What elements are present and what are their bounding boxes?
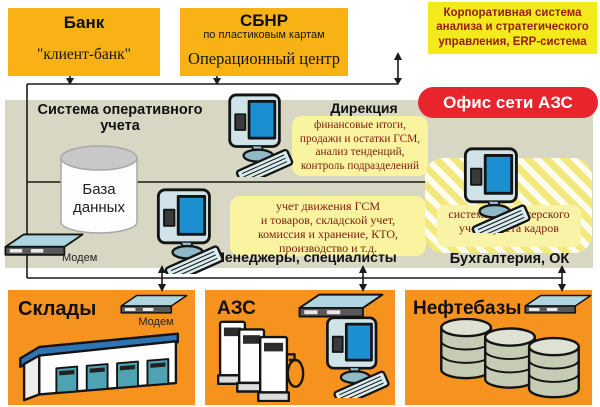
managers-computer-icon: [143, 187, 238, 274]
stations-title: АЗС: [217, 298, 256, 319]
direction-note: финансовые итоги, продажи и остатки ГСМ,…: [292, 116, 428, 176]
bank-box: Банк "клиент-банк": [8, 8, 160, 76]
depots-box: Нефтебазы: [405, 290, 592, 405]
bank-title: Банк: [63, 13, 105, 32]
system-title: Система оперативного учета: [37, 102, 203, 135]
accounting-computer-icon: [450, 146, 545, 233]
office-modem-label: Модем: [62, 252, 98, 264]
office-badge: Офис сети АЗС: [418, 87, 598, 118]
accounting-label: Бухгалтерия, ОК: [449, 251, 570, 267]
bank-subtitle: "клиент-банк": [37, 46, 131, 63]
fuel-pumps-icon: [216, 320, 305, 402]
warehouses-box: Склады Модем: [8, 290, 195, 405]
database-label: База данных: [73, 181, 125, 216]
processing-box: СБНР по пластиковым картам Операционный …: [180, 8, 348, 76]
processing-center-label: Операционный центр: [188, 49, 340, 68]
depots-title: Нефтебазы: [413, 298, 522, 319]
oil-tanks-icon: [440, 318, 580, 399]
managers-label: Менеджеры, специалисты: [213, 249, 397, 265]
processing-title: СБНР: [239, 11, 289, 30]
warehouses-title: Склады: [18, 298, 97, 320]
warehouse-building-icon: [19, 332, 179, 402]
direction-title: Дирекция: [330, 100, 398, 116]
stations-box: АЗС: [205, 290, 395, 405]
database-cylinder-icon: [60, 145, 138, 234]
erp-box: Корпоративная система анализа и стратеги…: [428, 2, 597, 54]
direction-computer-icon: [215, 92, 307, 177]
warehouses-modem-label: Модем: [138, 316, 174, 328]
managers-note: учет движения ГСМ и товаров, складской у…: [230, 196, 426, 256]
processing-subtitle: по пластиковым картам: [203, 29, 325, 41]
